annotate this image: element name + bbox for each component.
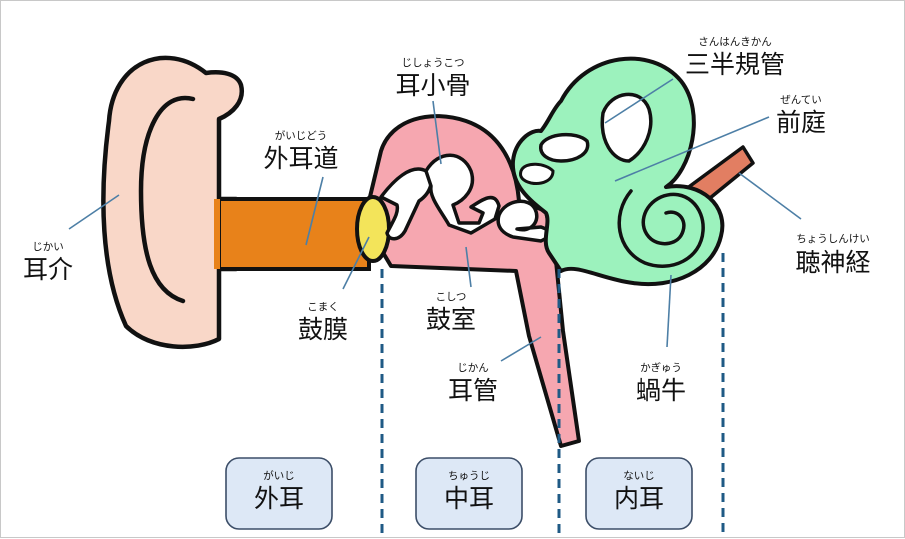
ear-canal-shape — [219, 199, 369, 269]
semicircular-canals-label: 三半規管 — [685, 50, 785, 79]
cochlea-label: 蝸牛 — [636, 376, 686, 405]
vestibule-label: 前庭 — [776, 108, 826, 137]
leader-auditory-nerve — [739, 173, 801, 219]
section-inner-ear: ないじ 内耳 — [586, 458, 692, 529]
auditory-nerve-label: 聴神経 — [795, 248, 870, 277]
eardrum-ruby: こまく — [307, 301, 339, 313]
auricle-label: 耳介 — [23, 255, 73, 284]
eardrum-label: 鼓膜 — [298, 315, 348, 344]
auricle-ruby: じかい — [32, 241, 64, 253]
section-outer-ruby: がいじ — [263, 469, 295, 482]
ossicles-label: 耳小骨 — [395, 71, 470, 100]
tympanic-cavity-label: 鼓室 — [426, 305, 476, 334]
vestibule-ruby: ぜんてい — [780, 94, 821, 106]
section-middle-label: 中耳 — [444, 484, 494, 513]
section-inner-ruby: ないじ — [623, 470, 655, 482]
ossicles-ruby: じしょうこつ — [402, 57, 465, 69]
auditory-nerve-ruby: ちょうしんけい — [796, 233, 870, 245]
section-inner-label: 内耳 — [614, 484, 664, 513]
section-outer-label: 外耳 — [254, 484, 304, 513]
eustachian-tube-label: 耳管 — [448, 376, 498, 405]
ear-canal-ruby: がいじどう — [275, 129, 328, 142]
ear-canal-label: 外耳道 — [263, 144, 338, 173]
section-middle-ear: ちゅうじ 中耳 — [416, 458, 522, 529]
eustachian-tube-ruby: じかん — [457, 362, 489, 374]
tympanic-cavity-ruby: こしつ — [436, 291, 467, 303]
cochlea-ruby: かぎゅう — [640, 361, 682, 374]
section-outer-ear: がいじ 外耳 — [226, 458, 332, 529]
leader-cochlea — [667, 275, 671, 347]
semicircular-canals-ruby: さんはんきかん — [698, 36, 772, 48]
section-middle-ruby: ちゅうじ — [448, 470, 490, 482]
